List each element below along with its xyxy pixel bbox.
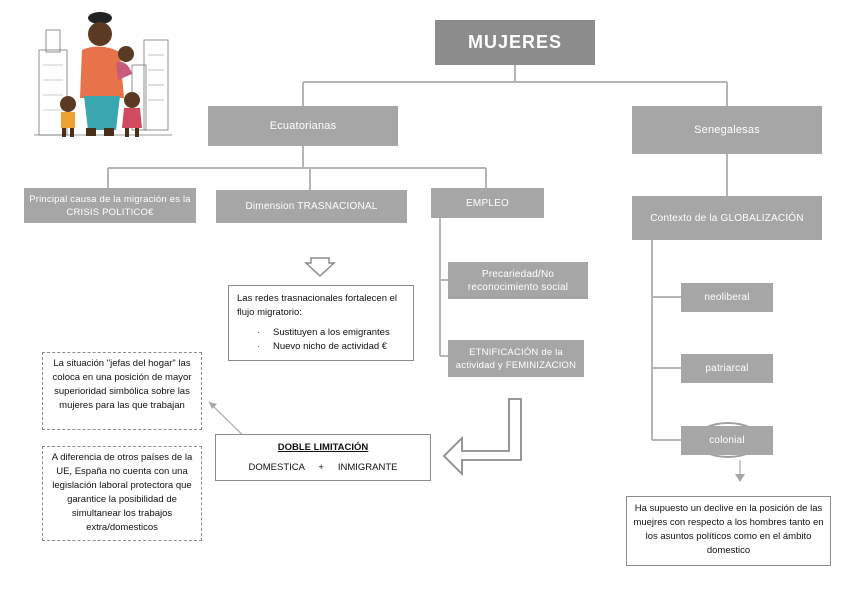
branch-senegalesas: Senegalesas xyxy=(632,106,822,154)
empleo-box: EMPLEO xyxy=(431,188,544,218)
jefas-note: La situación "jefas del hogar" las coloc… xyxy=(42,352,202,430)
doble-limitacion-box: DOBLE LIMITACIÓN DOMESTICA + INMIGRANTE xyxy=(215,434,431,481)
redes-list: Sustituyen a los emigrantes Nuevo nicho … xyxy=(237,326,405,354)
neoliberal-box: neoliberal xyxy=(681,283,773,312)
colonial-box: colonial xyxy=(681,426,773,455)
inmigrante-label: INMIGRANTE xyxy=(337,462,398,473)
redes-item: Sustituyen a los emigrantes xyxy=(257,326,405,340)
precariedad-box: Precariedad/No reconocimiento social xyxy=(448,262,588,299)
transnacional-box: Dimension TRASNACIONAL xyxy=(216,190,407,223)
branch-ecuatorianas: Ecuatorianas xyxy=(208,106,398,146)
down-arrow-outline xyxy=(304,257,336,278)
woman-with-children-illustration xyxy=(34,12,172,137)
redes-box: Las redes trasnacionales fortalecen el f… xyxy=(228,285,414,361)
contexto-box: Contexto de la GLOBALIZACIÓN xyxy=(632,196,822,240)
redes-intro: Las redes trasnacionales fortalecen el f… xyxy=(237,293,398,318)
causa-box: Principal causa de la migración es la CR… xyxy=(24,188,196,223)
left-arrow-outline xyxy=(442,398,522,477)
redes-item: Nuevo nicho de actividad € xyxy=(257,340,405,354)
domestica-label: DOMESTICA xyxy=(248,462,305,473)
plus-label: + xyxy=(318,462,324,473)
doble-limitacion-title: DOBLE LIMITACIÓN xyxy=(277,442,369,453)
diferencia-note: A diferencia de otros países de la UE, E… xyxy=(42,446,202,541)
title-box: MUJERES xyxy=(435,20,595,65)
etnificacion-box: ETNIFICACIÓN de la actividad y FEMINIZAC… xyxy=(448,340,584,377)
patriarcal-box: patriarcal xyxy=(681,354,773,383)
conclusion-box: Ha supuesto un declive en la posición de… xyxy=(626,496,831,566)
